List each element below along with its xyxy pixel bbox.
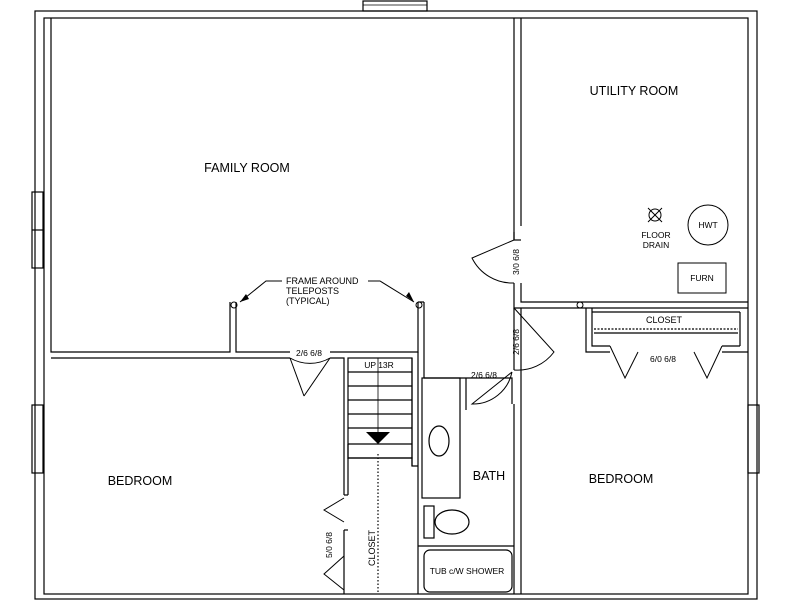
window-left-lower (31, 404, 44, 474)
toilet-bowl (434, 509, 470, 535)
exterior-wall-outer (34, 10, 758, 600)
closet-stair-label: CLOSET (367, 529, 377, 566)
telepost-left (230, 301, 238, 309)
bedroom-left-label: BEDROOM (108, 474, 173, 488)
window-top (362, 0, 428, 12)
closet-top-label: CLOSET (646, 315, 683, 325)
hwt-icon (687, 204, 729, 246)
closet-bifold-right-b (693, 345, 723, 380)
frame-note-2: TELEPOSTS (286, 286, 339, 296)
frame-note-3: (TYPICAL) (286, 296, 330, 306)
toilet-tank (423, 505, 435, 539)
floor-drain-label-2: DRAIN (643, 240, 669, 250)
telepost-utility (576, 301, 584, 309)
utility-room-wall (520, 283, 748, 303)
closet-bifold-left-a (323, 497, 345, 523)
frame-note-1: FRAME AROUND (286, 276, 359, 286)
utility-room-label: UTILITY ROOM (590, 84, 679, 98)
family-room-wall (50, 18, 231, 353)
stair-arrow (366, 432, 390, 444)
floor-drain-label-1: FLOOR (641, 230, 670, 240)
door-bedroom (513, 307, 555, 371)
stairs-label: UP 13R (364, 360, 394, 370)
door-size-closet-left: 5/0 6/8 (324, 532, 334, 558)
bathtub (423, 549, 513, 593)
vanity (421, 377, 461, 499)
door-bath (470, 371, 513, 405)
door-family-bedroom (289, 357, 331, 397)
bath-label: BATH (473, 469, 505, 483)
closet-wall (585, 308, 610, 353)
hwt-label: HWT (698, 220, 717, 230)
closet-bifold-left-b (323, 555, 345, 591)
door-size-hall-bath: 2/6 6/8 (471, 370, 497, 380)
window-right (747, 404, 760, 474)
door-utility (471, 239, 515, 284)
bedroom-right-label: BEDROOM (589, 472, 654, 486)
telepost-right (415, 301, 423, 309)
stairs (347, 357, 413, 459)
exterior-wall-inner (43, 17, 749, 595)
door-size-utility: 3/0 6/8 (511, 249, 521, 275)
closet-bifold-right-a (609, 345, 639, 380)
family-room-label: FAMILY ROOM (204, 161, 290, 175)
tub-label: TUB c/W SHOWER (430, 566, 505, 576)
furnace-label: FURN (690, 273, 714, 283)
furnace-icon (677, 262, 727, 294)
door-size-closet-right: 6/0 6/8 (650, 354, 676, 364)
sink (428, 425, 450, 457)
door-size-bedroom: 2/6 6/8 (511, 329, 521, 355)
door-size-family-bedroom: 2/6 6/8 (296, 348, 322, 358)
